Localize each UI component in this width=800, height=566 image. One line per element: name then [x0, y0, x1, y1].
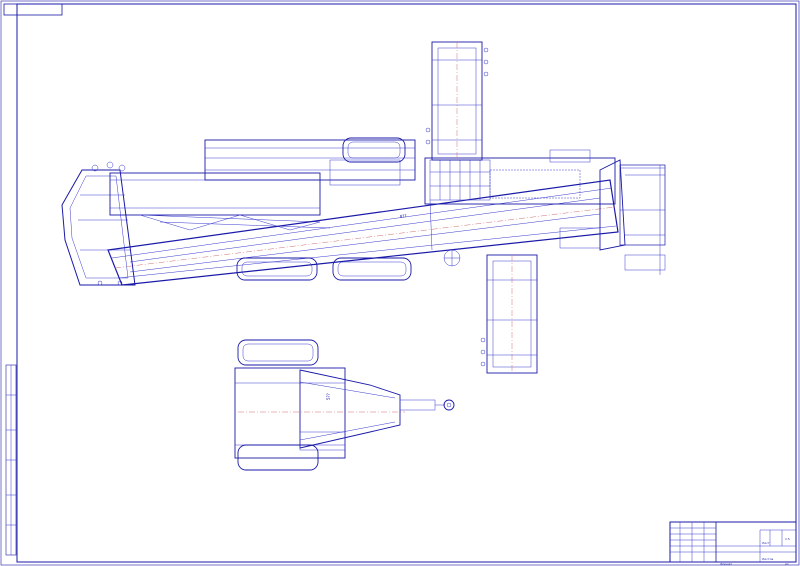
main-wheels — [236, 137, 412, 281]
sheet-label: Лист — [762, 541, 770, 545]
left-margin-stamp — [5, 364, 17, 556]
tow-eye — [443, 399, 455, 411]
trailer-wheel-top — [237, 339, 319, 366]
title-block: Лист 1:5 Листов Формат А1 — [669, 521, 797, 566]
support-frame-right — [620, 165, 665, 275]
scale-value: 1:5 — [785, 537, 790, 541]
upper-frame — [109, 172, 331, 231]
inclined-boom: 8?? — [107, 179, 619, 286]
format-label: Формат — [720, 562, 732, 566]
upper-transfer-conveyor — [425, 41, 489, 161]
sheets-label: Листов — [762, 557, 773, 561]
trailer-view: 5?? — [234, 339, 455, 471]
main-assembly-view: 8?? — [61, 41, 666, 374]
trailer-wheel-bottom — [237, 444, 319, 471]
loading-hopper — [61, 161, 136, 286]
main-length-dimension: 8?? — [400, 213, 407, 219]
trailer-length-dimension: 5?? — [326, 393, 331, 400]
format-value: А1 — [785, 562, 789, 566]
drive-section — [204, 139, 666, 271]
lower-transfer-conveyor — [480, 254, 538, 374]
